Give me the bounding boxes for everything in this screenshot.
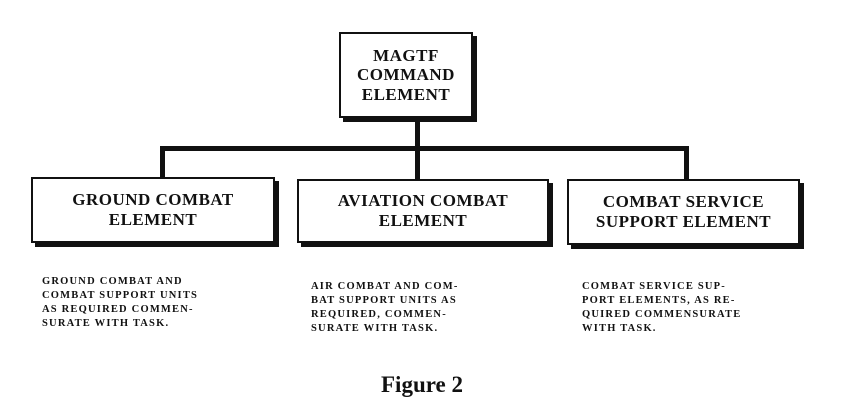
description-line: BAT SUPPORT UNITS AS — [311, 295, 457, 306]
figure-caption: Figure 2 — [381, 372, 463, 397]
description-line: GROUND COMBAT AND — [42, 276, 183, 287]
description-line: COMBAT SERVICE SUP- — [582, 281, 726, 292]
magtf-command-element-box: MAGTF COMMAND ELEMENT — [339, 32, 473, 118]
description-line: SURATE WITH TASK. — [311, 323, 439, 334]
box-label-line: COMMAND — [357, 65, 455, 85]
box-label-line: AVIATION COMBAT — [337, 191, 509, 211]
ground-combat-description: GROUND COMBAT AND COMBAT SUPPORT UNITS A… — [42, 275, 198, 331]
description-line: PORT ELEMENTS, AS RE- — [582, 295, 736, 306]
description-line: SURATE WITH TASK. — [42, 318, 170, 329]
box-label-line: ELEMENT — [108, 210, 198, 229]
connector-drop-service — [684, 146, 689, 180]
description-line: QUIRED COMMENSURATE — [582, 309, 742, 320]
connector-drop-aviation — [415, 146, 420, 180]
box-label-line: ELEMENT — [378, 211, 468, 230]
aviation-combat-element-box: AVIATION COMBAT ELEMENT — [297, 179, 549, 243]
ground-combat-element-box: GROUND COMBAT ELEMENT — [31, 177, 275, 243]
connector-vertical-top — [415, 122, 420, 148]
connector-horizontal — [160, 146, 689, 151]
connector-drop-ground — [160, 146, 165, 178]
description-line: REQUIRED, COMMEN- — [311, 309, 447, 320]
box-label-line: COMBAT SERVICE — [602, 192, 765, 212]
box-label-line: SUPPORT ELEMENT — [595, 212, 772, 231]
combat-service-support-description: COMBAT SERVICE SUP- PORT ELEMENTS, AS RE… — [582, 280, 741, 336]
aviation-combat-description: AIR COMBAT AND COM- BAT SUPPORT UNITS AS… — [311, 280, 459, 336]
description-line: COMBAT SUPPORT UNITS — [42, 290, 199, 301]
description-line: WITH TASK. — [582, 323, 657, 334]
box-label-line: ELEMENT — [361, 84, 451, 104]
description-line: AS REQUIRED COMMEN- — [42, 304, 194, 315]
box-label-line: GROUND COMBAT — [72, 190, 234, 210]
combat-service-support-element-box: COMBAT SERVICE SUPPORT ELEMENT — [567, 179, 800, 245]
description-line: AIR COMBAT AND COM- — [311, 281, 459, 292]
box-label-line: MAGTF — [373, 45, 439, 65]
